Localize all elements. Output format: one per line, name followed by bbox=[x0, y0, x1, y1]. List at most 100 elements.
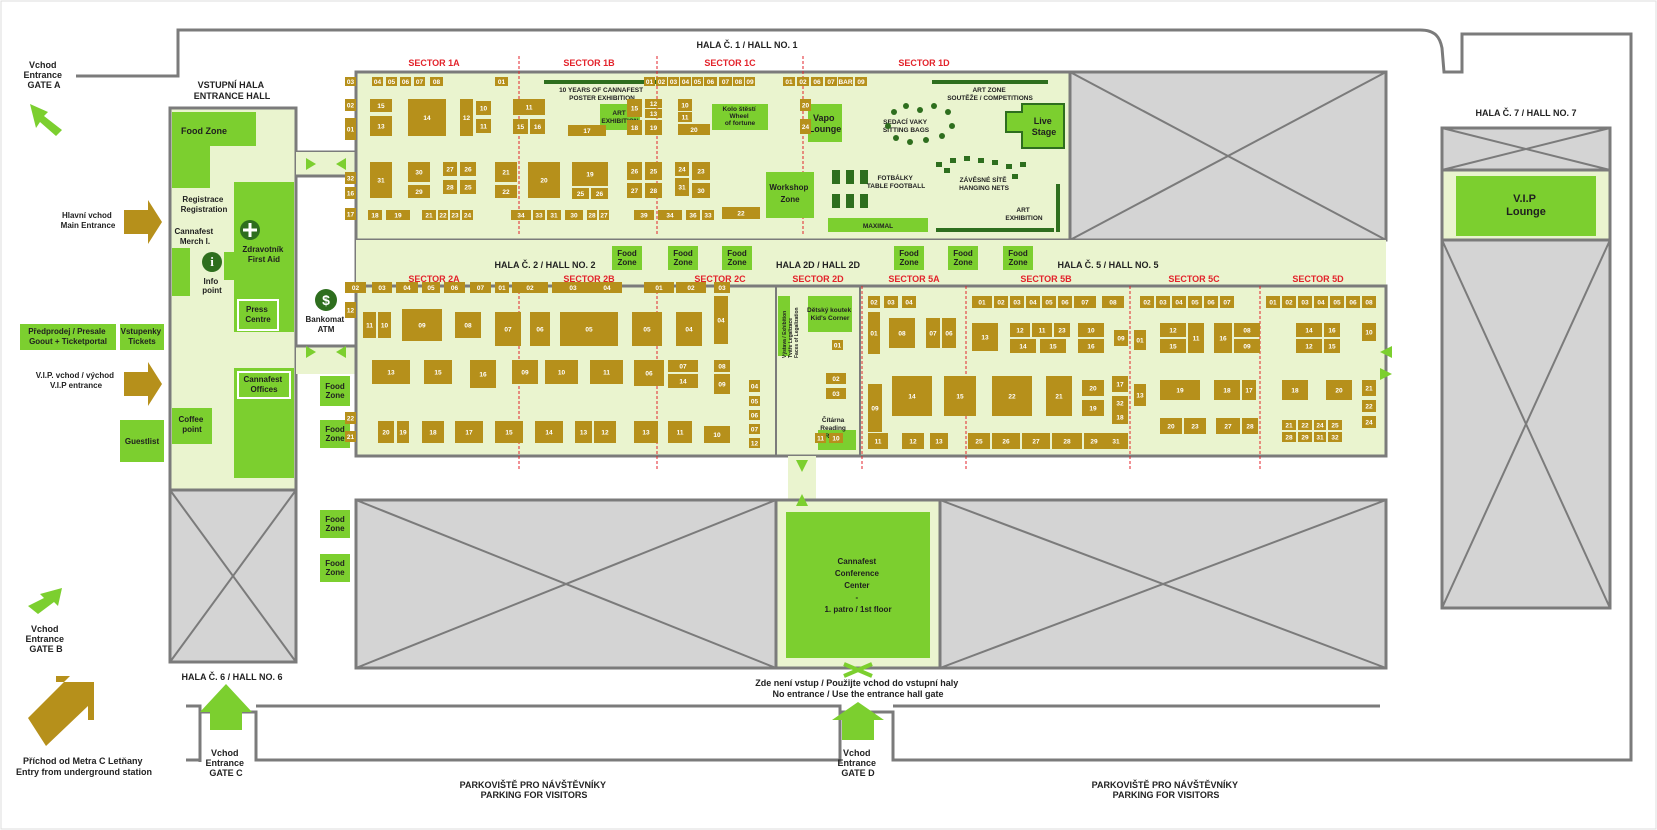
exhibitor-stand[interactable]: 12 bbox=[1160, 323, 1186, 337]
exhibitor-stand[interactable]: 01 bbox=[783, 77, 795, 86]
exhibitor-stand[interactable]: 03 bbox=[1156, 296, 1170, 308]
exhibitor-stand[interactable]: 14 bbox=[892, 376, 932, 416]
exhibitor-stand[interactable]: 25 bbox=[572, 188, 589, 199]
exhibitor-stand[interactable]: 13 bbox=[370, 116, 392, 136]
exhibitor-stand[interactable]: 01 bbox=[832, 340, 843, 350]
exhibitor-stand[interactable]: 28 bbox=[1242, 418, 1258, 434]
exhibitor-stand[interactable]: 11 bbox=[868, 433, 888, 449]
exhibitor-stand[interactable]: 03 bbox=[714, 282, 730, 293]
exhibitor-stand[interactable]: 04 bbox=[1314, 296, 1328, 308]
exhibitor-stand[interactable]: 04 bbox=[396, 282, 418, 293]
exhibitor-stand[interactable]: 07 bbox=[495, 312, 521, 346]
exhibitor-stand[interactable]: 07 bbox=[719, 77, 732, 86]
exhibitor-stand[interactable]: 06 bbox=[1346, 296, 1360, 308]
exhibitor-stand[interactable]: 23 bbox=[1054, 323, 1070, 337]
exhibitor-stand[interactable]: 16 bbox=[1078, 339, 1104, 353]
exhibitor-stand[interactable]: 22 bbox=[1362, 400, 1376, 412]
exhibitor-stand[interactable]: 02 bbox=[868, 296, 880, 308]
exhibitor-stand[interactable]: 32 bbox=[1112, 396, 1128, 410]
exhibitor-stand[interactable]: 01 bbox=[644, 77, 655, 86]
exhibitor-stand[interactable]: 15 bbox=[1040, 339, 1066, 353]
exhibitor-stand[interactable]: 10 bbox=[476, 101, 491, 115]
exhibitor-stand[interactable]: 14 bbox=[1296, 323, 1322, 337]
exhibitor-stand[interactable]: 18 bbox=[422, 421, 444, 443]
exhibitor-stand[interactable]: 32 bbox=[1328, 432, 1342, 442]
exhibitor-stand[interactable]: 09 bbox=[855, 77, 867, 86]
exhibitor-stand[interactable]: 19 bbox=[397, 421, 409, 443]
exhibitor-stand[interactable]: 16 bbox=[345, 187, 356, 199]
exhibitor-stand[interactable]: 25 bbox=[645, 162, 662, 180]
exhibitor-stand[interactable]: 20 bbox=[678, 124, 710, 135]
exhibitor-stand[interactable]: 06 bbox=[1058, 296, 1072, 308]
exhibitor-stand[interactable]: 22 bbox=[1298, 420, 1312, 430]
exhibitor-stand[interactable]: 20 bbox=[1160, 418, 1182, 434]
exhibitor-stand[interactable]: 15 bbox=[513, 119, 528, 134]
exhibitor-stand[interactable]: 08 bbox=[1234, 323, 1260, 337]
exhibitor-stand[interactable]: 08 bbox=[455, 312, 481, 338]
exhibitor-stand[interactable]: 07 bbox=[825, 77, 837, 86]
presale-box[interactable] bbox=[20, 324, 116, 350]
exhibitor-stand[interactable]: 13 bbox=[645, 109, 662, 118]
exhibitor-stand[interactable]: 11 bbox=[815, 433, 826, 443]
exhibitor-stand[interactable]: 13 bbox=[575, 421, 592, 443]
exhibitor-stand[interactable]: 13 bbox=[634, 421, 658, 443]
maximal[interactable] bbox=[828, 218, 928, 232]
tickets-box[interactable] bbox=[120, 324, 164, 350]
exhibitor-stand[interactable]: 09 bbox=[1234, 339, 1260, 353]
exhibitor-stand[interactable]: 21 bbox=[1282, 420, 1296, 430]
exhibitor-stand[interactable]: 27 bbox=[627, 183, 642, 198]
exhibitor-stand[interactable]: 28 bbox=[1282, 432, 1296, 442]
exhibitor-stand[interactable]: 25 bbox=[460, 180, 476, 194]
conference-center[interactable] bbox=[786, 512, 930, 658]
exhibitor-stand[interactable]: 07 bbox=[749, 424, 760, 434]
exhibitor-stand[interactable]: 19 bbox=[645, 120, 662, 135]
exhibitor-stand[interactable]: 18 bbox=[1214, 380, 1240, 400]
exhibitor-stand[interactable]: 02 bbox=[994, 296, 1008, 308]
exhibitor-stand[interactable]: 21 bbox=[422, 210, 436, 220]
exhibitor-stand[interactable]: 04 bbox=[680, 77, 691, 86]
exhibitor-stand[interactable]: 11 bbox=[513, 99, 545, 115]
exhibitor-stand[interactable]: 15 bbox=[370, 99, 392, 112]
exhibitor-stand[interactable]: 02 bbox=[676, 282, 706, 293]
exhibitor-stand[interactable]: 10 bbox=[1078, 323, 1104, 337]
exhibitor-stand[interactable]: 09 bbox=[745, 77, 755, 86]
vapo-lounge[interactable] bbox=[808, 104, 842, 142]
exhibitor-stand[interactable]: 07 bbox=[926, 318, 940, 348]
exhibitor-stand[interactable]: 02 bbox=[512, 282, 548, 293]
exhibitor-stand[interactable]: 13 bbox=[372, 360, 410, 384]
exhibitor-stand[interactable]: 04 bbox=[714, 296, 728, 344]
exhibitor-stand[interactable]: 10 bbox=[545, 360, 578, 384]
exhibitor-stand[interactable]: 23 bbox=[1184, 418, 1206, 434]
exhibitor-stand[interactable]: 15 bbox=[1324, 339, 1340, 353]
exhibitor-stand[interactable]: 29 bbox=[1298, 432, 1312, 442]
exhibitor-stand[interactable]: 01 bbox=[972, 296, 992, 308]
exhibitor-stand[interactable]: 06 bbox=[811, 77, 823, 86]
exhibitor-stand[interactable]: 02 bbox=[797, 77, 809, 86]
exhibitor-stand[interactable]: 12 bbox=[902, 433, 924, 449]
exhibitor-stand[interactable]: 02 bbox=[656, 77, 667, 86]
exhibitor-stand[interactable]: 21 bbox=[495, 162, 517, 182]
exhibitor-stand[interactable]: 23 bbox=[692, 162, 710, 180]
exhibitor-stand[interactable]: 12 bbox=[645, 99, 662, 108]
exhibitor-stand[interactable]: 11 bbox=[1032, 323, 1052, 337]
exhibitor-stand[interactable]: 27 bbox=[599, 210, 609, 220]
exhibitor-stand[interactable]: 28 bbox=[587, 210, 597, 220]
exhibitor-stand[interactable]: 08 bbox=[889, 318, 915, 348]
exhibitor-stand[interactable]: 02 bbox=[345, 99, 356, 111]
exhibitor-stand[interactable]: 16 bbox=[470, 360, 496, 388]
exhibitor-stand[interactable]: 26 bbox=[992, 433, 1020, 449]
exhibitor-stand[interactable]: 01 bbox=[868, 312, 880, 354]
exhibitor-stand[interactable]: 12 bbox=[345, 302, 356, 318]
exhibitor-stand[interactable]: 17 bbox=[345, 208, 356, 220]
exhibitor-stand[interactable]: 24 bbox=[800, 119, 811, 134]
exhibitor-stand[interactable]: 03 bbox=[668, 77, 679, 86]
exhibitor-stand[interactable]: 36 bbox=[686, 210, 700, 220]
exhibitor-stand[interactable]: 08 bbox=[430, 77, 443, 86]
exhibitor-stand[interactable]: 05 bbox=[1330, 296, 1344, 308]
exhibitor-stand[interactable]: 12 bbox=[749, 438, 760, 448]
exhibitor-stand[interactable]: 19 bbox=[1082, 400, 1104, 416]
exhibitor-stand[interactable]: 14 bbox=[408, 99, 446, 136]
exhibitor-stand[interactable]: 12 bbox=[460, 99, 473, 136]
